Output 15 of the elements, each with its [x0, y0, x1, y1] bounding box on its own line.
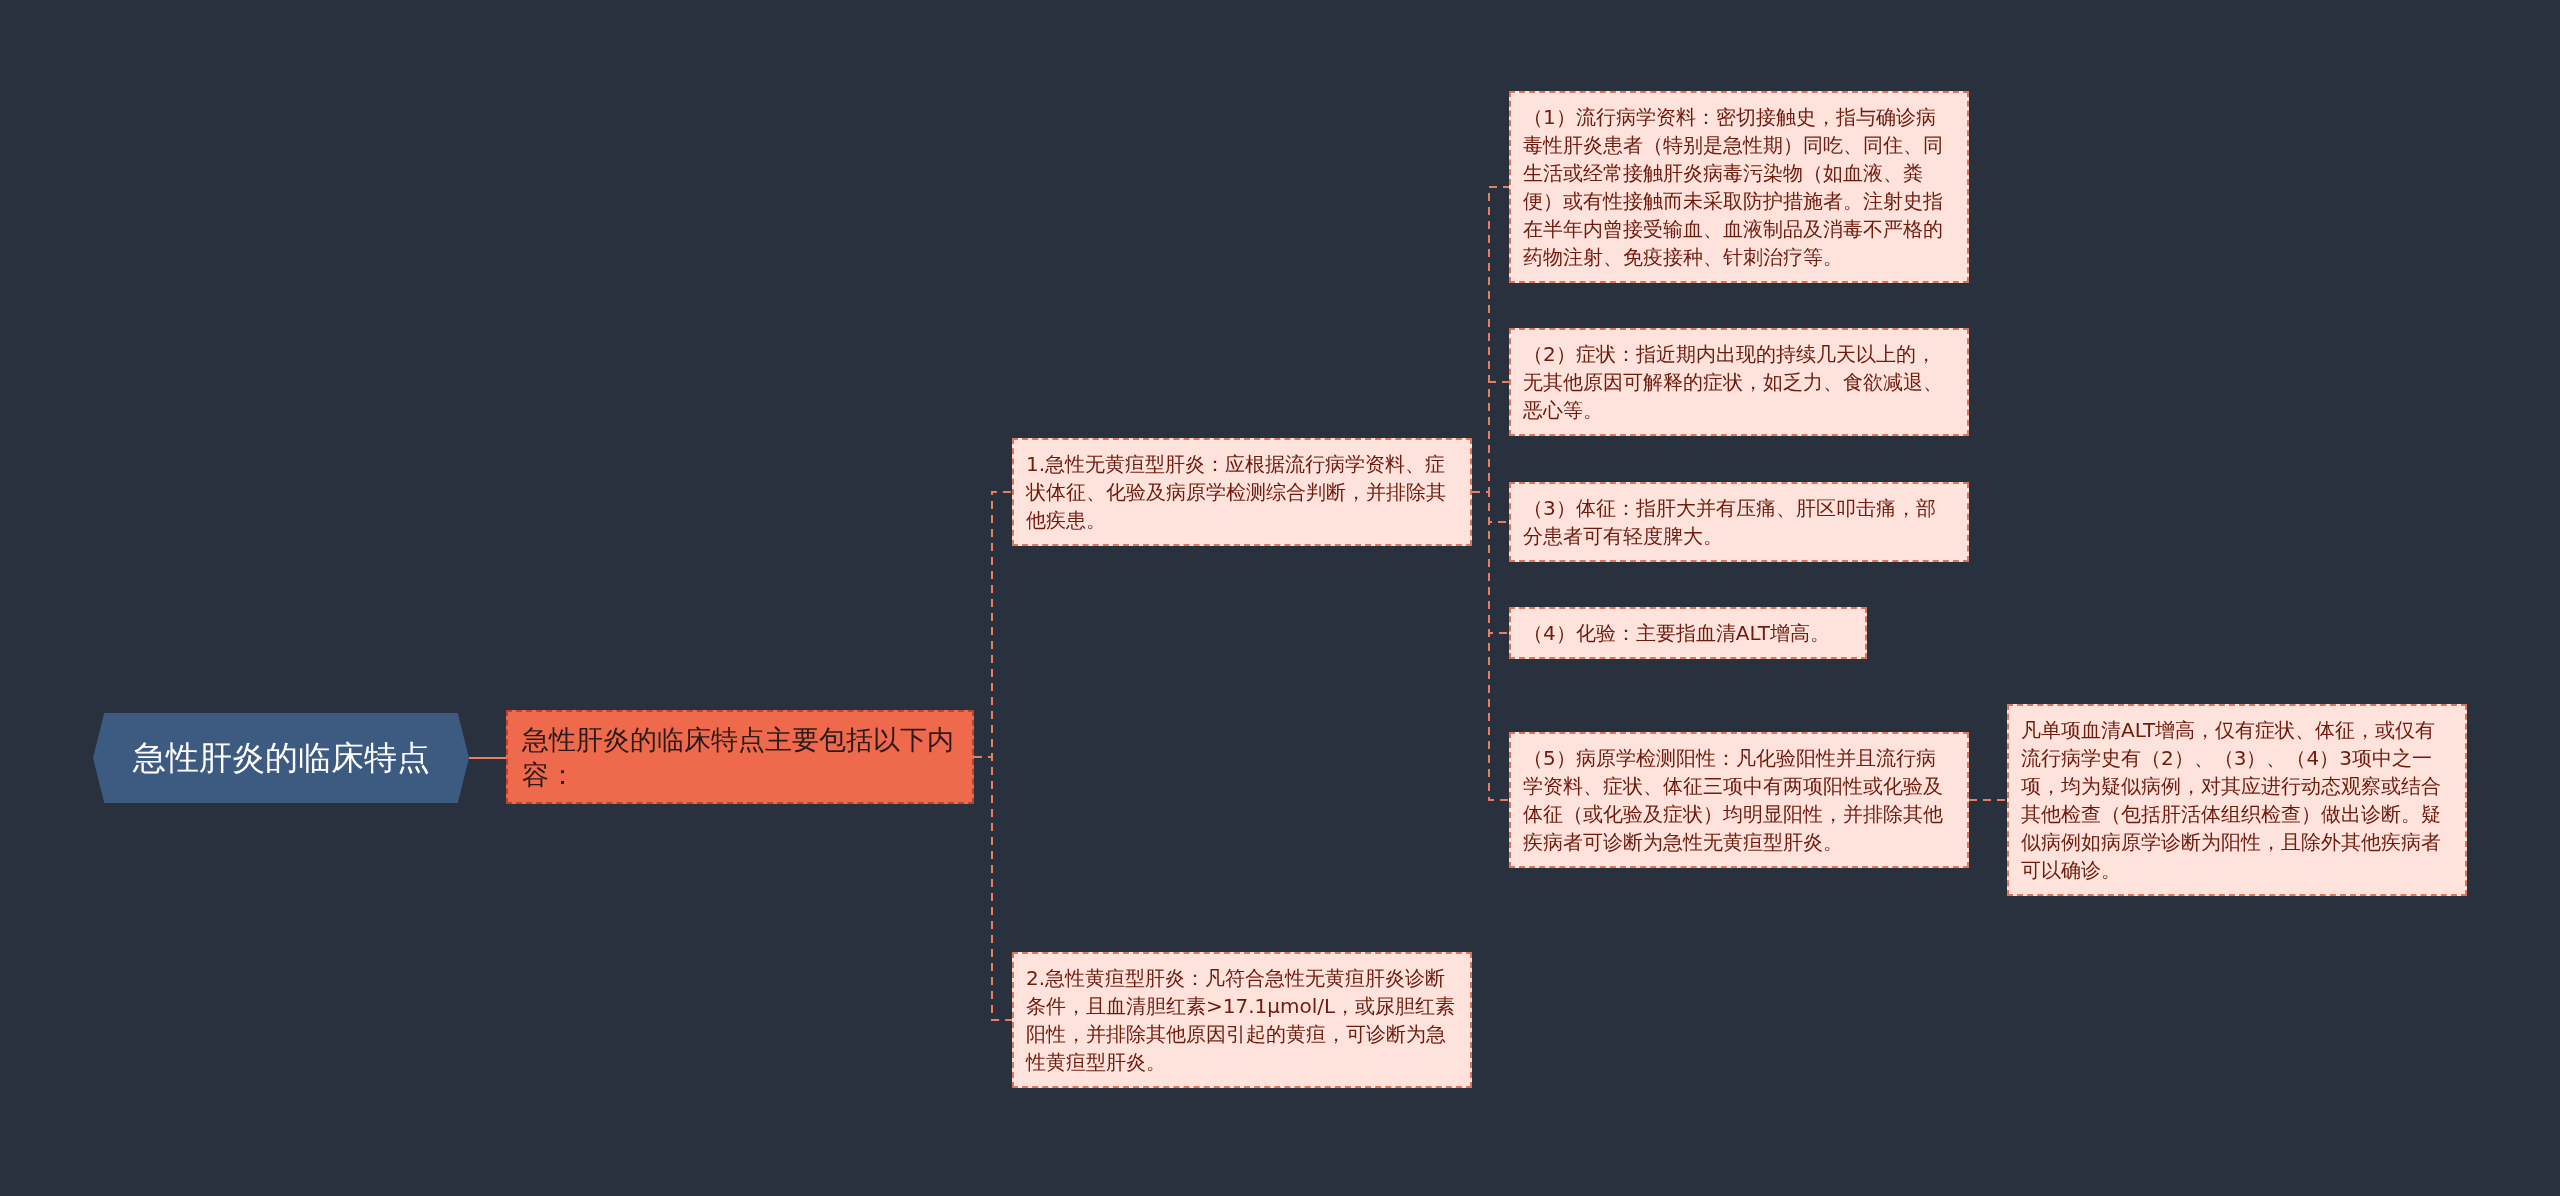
note-box: 2.急性黄疸型肝炎：凡符合急性无黄疸肝炎诊断条件，且血清胆红素>17.1μmol/L，或尿胆红素阳性，并排除其他原因引起的黄疸，可诊断为急性黄疸型肝炎。 — [1012, 952, 1472, 1088]
note-box: 凡单项血清ALT增高，仅有症状、体征，或仅有流行病学史有（2）、（3）、（4）3项中之一项，均为疑似病例，对其应进行动态观察或结合其他检查（包括肝活体组织检查）做出诊断。疑似病例如病原学诊断为阳性，且除外其他疾病者可以确诊。 — [2007, 704, 2467, 896]
root-hexagon — [93, 713, 469, 803]
note-box: （3）体征：指肝大并有压痛、肝区叩击痛，部分患者可有轻度脾大。 — [1509, 482, 1969, 562]
title-text: 急性肝炎的临床特点 — [132, 736, 430, 779]
note-box: （2）症状：指近期内出现的持续几天以上的，无其他原因可解释的症状，如乏力、食欲减退、恶心等。 — [1509, 328, 1969, 436]
connector-line — [1968, 799, 2008, 801]
note-box: 1.急性无黄疸型肝炎：应根据流行病学资料、症状体征、化验及病原学检测综合判断，并排除其他疾患。 — [1012, 438, 1472, 546]
note-box: （5）病原学检测阳性：凡化验阳性并且流行病学资料、症状、体征三项中有两项阳性或化验及体征（或化验及症状）均明显阳性，并排除其他疾病者可诊断为急性无黄疸型肝炎。 — [1509, 732, 1969, 868]
connector-line — [1471, 491, 1510, 801]
note-box: （1）流行病学资料：密切接触史，指与确诊病毒性肝炎患者（特别是急性期）同吃、同住、同生活或经常接触肝炎病毒污染物（如血液、粪便）或有性接触而未采取防护措施者。注射史指在半年内曾接受输血、血液制品及消毒不严格的药物注射、免疫接种、针刺治疗等。 — [1509, 91, 1969, 283]
note-box: （4）化验：主要指血清ALT增高。 — [1509, 607, 1867, 659]
connector-line — [468, 757, 507, 759]
topic-box: 急性肝炎的临床特点主要包括以下内容： — [506, 710, 974, 805]
connector-line — [973, 756, 1013, 1021]
